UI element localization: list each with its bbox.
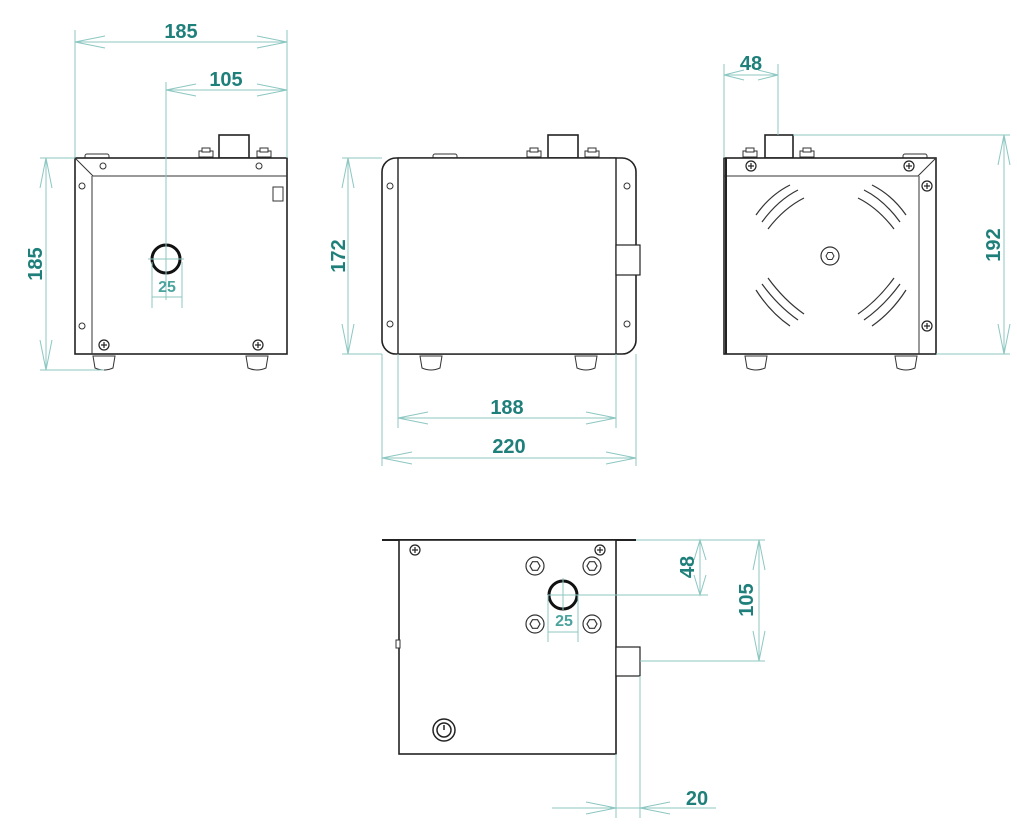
enclosure-body-top bbox=[398, 539, 617, 755]
vent-slots bbox=[755, 184, 907, 327]
dim-top-connector-depth: 20 bbox=[686, 788, 708, 810]
right-view: 48 192 bbox=[723, 53, 1011, 371]
dim-right-height: 192 bbox=[983, 228, 1005, 261]
side-connector bbox=[615, 646, 641, 677]
front-view: 172 188 220 bbox=[328, 134, 641, 466]
top-view: 48 105 25 20 bbox=[382, 538, 766, 818]
dim-front-height: 172 bbox=[328, 239, 350, 272]
dim-front-inner-width: 188 bbox=[490, 397, 523, 419]
left-view: 185 105 185 25 bbox=[25, 21, 288, 371]
dim-top-hole-offset: 48 bbox=[677, 556, 699, 578]
dim-top-hole-diameter: 25 bbox=[555, 613, 573, 630]
connector-block bbox=[218, 134, 250, 159]
dim-front-overall-width: 220 bbox=[492, 436, 525, 458]
dim-left-width: 185 bbox=[164, 21, 197, 43]
dim-left-height: 185 bbox=[25, 247, 47, 280]
dim-left-hole-diameter: 25 bbox=[158, 279, 176, 296]
dim-top-connector-offset: 105 bbox=[736, 583, 758, 616]
dim-right-connector-offset: 48 bbox=[740, 53, 762, 75]
dim-left-hole-offset: 105 bbox=[209, 69, 242, 91]
